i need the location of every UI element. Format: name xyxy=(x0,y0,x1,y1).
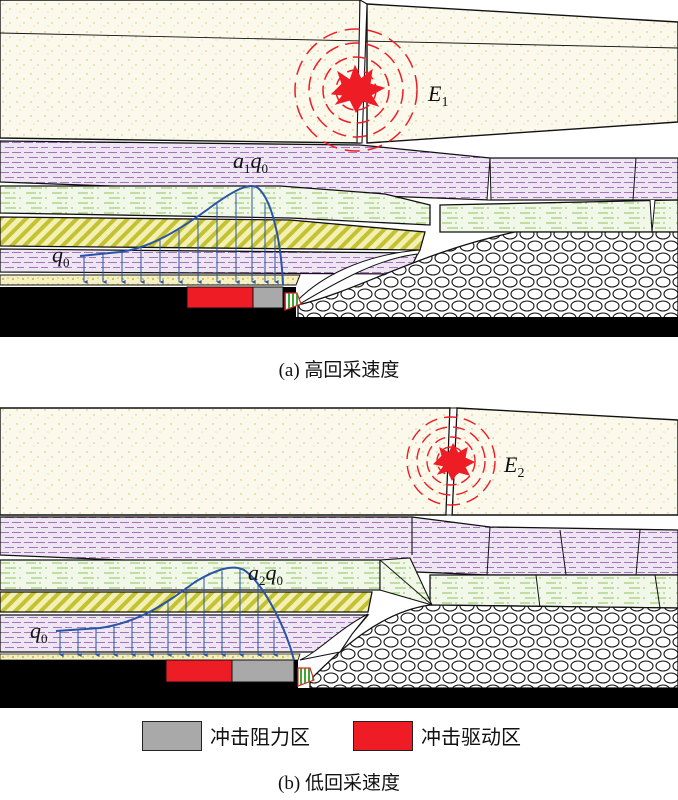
base-stress-label-b: q0 xyxy=(30,618,48,646)
floor-b xyxy=(0,688,678,708)
goaf-void xyxy=(297,249,421,306)
goaf-void-b xyxy=(299,613,369,661)
energy-release-e1 xyxy=(294,28,418,152)
block-diagonal-b xyxy=(379,559,433,606)
main-roof-right xyxy=(366,3,678,144)
lower-mudstone-b xyxy=(0,614,370,653)
peak-stress-label-a: a1q0 xyxy=(233,148,268,176)
energy-release-e2 xyxy=(406,416,496,506)
stress-curve-b xyxy=(55,566,295,661)
energy-label-e2: E2 xyxy=(503,452,524,481)
mudstone-crack-b3 xyxy=(635,529,641,576)
legend: 冲击阻力区 冲击驱动区 xyxy=(0,718,678,752)
immediate-roof xyxy=(0,274,301,286)
hydraulic-support xyxy=(284,292,302,311)
legend-swatch-resistance xyxy=(142,721,202,751)
impact-driving-zone-b xyxy=(165,659,233,683)
legend-swatch-driving xyxy=(353,721,413,751)
panel-a: E1 a1q0 q0 xyxy=(0,0,678,337)
mudstone-crack-2 xyxy=(632,157,640,201)
siltstone-crack-b2 xyxy=(654,574,661,609)
explosion-icon-b xyxy=(432,442,476,481)
impact-driving-zone xyxy=(186,286,254,309)
roof-bedding xyxy=(0,32,678,49)
mudstone-crack-b2 xyxy=(559,529,567,576)
stress-arrows-b xyxy=(59,568,278,657)
hatched-layer xyxy=(0,216,426,251)
mudstone-layer xyxy=(0,140,678,201)
gob-caving xyxy=(297,231,678,319)
floor xyxy=(0,317,678,337)
base-stress-label-a: q0 xyxy=(52,242,70,270)
gob-caving-b xyxy=(309,604,678,689)
siltstone-layer xyxy=(0,185,431,226)
mudstone-crack-b1 xyxy=(486,526,491,576)
main-roof-right-b xyxy=(451,407,678,516)
peak-stress-label-b: a2q0 xyxy=(248,560,283,588)
main-roof-left-b xyxy=(0,407,451,516)
energy-label-e1: E1 xyxy=(427,81,448,110)
caption-a: (a) 高回采速度 xyxy=(278,360,400,381)
main-roof-left xyxy=(0,0,361,144)
stress-arrows-a xyxy=(83,187,279,284)
explosion-icon xyxy=(330,64,386,114)
hydraulic-support-b xyxy=(297,667,315,687)
panel-b: E2 a2q0 q0 xyxy=(0,407,678,708)
legend-label-resistance: 冲击阻力区 xyxy=(210,727,310,749)
siltstone-right xyxy=(439,199,678,233)
impact-resistance-zone-b xyxy=(231,659,295,683)
mudstone-crack xyxy=(486,157,492,201)
siltstone-crack-b xyxy=(535,574,541,609)
caption-b: (b) 低回采速度 xyxy=(278,773,400,794)
legend-label-driving: 冲击驱动区 xyxy=(421,727,521,749)
stress-curve-a xyxy=(79,185,284,286)
impact-resistance-zone xyxy=(252,286,284,309)
siltstone-right-b xyxy=(429,574,678,609)
